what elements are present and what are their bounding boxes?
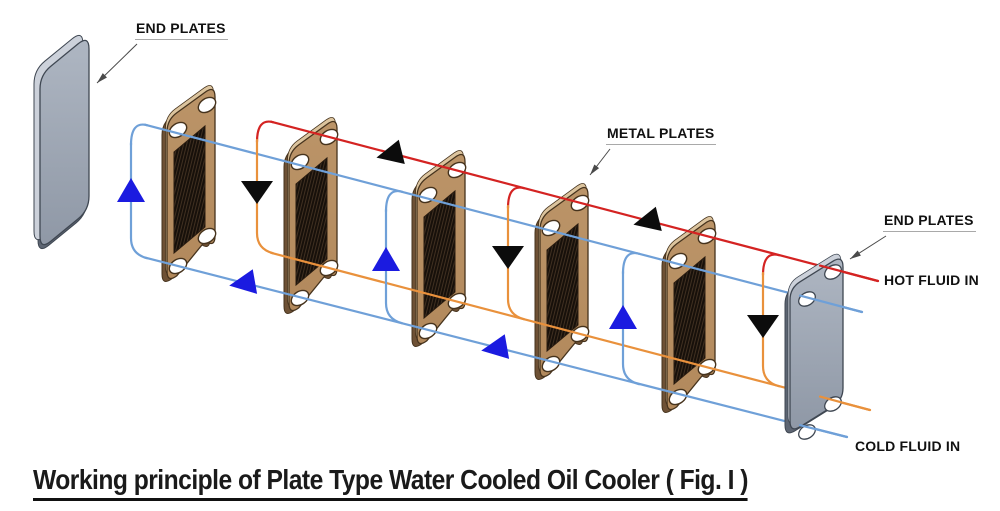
- leader-arrowhead: [850, 250, 861, 259]
- cold-flow-up-arrow: [117, 178, 145, 202]
- metal-plate: [661, 216, 717, 414]
- plate-hole: [197, 96, 217, 114]
- metal-plate: [161, 85, 217, 283]
- hot-exit-line: [818, 264, 880, 283]
- end-plate-right: [784, 253, 844, 440]
- hot-channel-inlet-bend: [255, 120, 275, 144]
- figure-title: Working principle of Plate Type Water Co…: [33, 464, 748, 501]
- metal-plate-core: [546, 222, 579, 353]
- cold-channel-inlet-bend: [129, 123, 149, 147]
- hot-channel-vertical: [761, 271, 781, 388]
- metal-plate: [283, 117, 339, 315]
- cold_top-exit-line: [798, 294, 864, 314]
- hot-flow-down-arrow: [241, 181, 273, 204]
- hot-channel-vertical: [255, 138, 275, 255]
- cold-flow-left-arrow: [229, 269, 258, 294]
- cold-flow-up-arrow: [609, 305, 637, 329]
- hot_out-exit-line: [818, 395, 872, 412]
- label-leaders: [96, 43, 887, 260]
- hot-fluid-in-label: HOT FLUID IN: [884, 272, 979, 288]
- metal-plate-core: [173, 124, 206, 255]
- plate-hole: [197, 227, 217, 245]
- leader-arrowhead: [590, 164, 600, 175]
- end-plate-left: [33, 34, 90, 250]
- cold-flow-left-arrow: [481, 334, 510, 359]
- hot-channel-inlet-bend: [506, 186, 526, 210]
- cold-fluid-top-line: [143, 123, 864, 314]
- hot-channel-inlet-bend: [761, 253, 781, 277]
- flow-arrows: [117, 139, 779, 359]
- cold-fluid-in-label: COLD FLUID IN: [855, 438, 961, 454]
- cold-flow-up-arrow: [372, 247, 400, 271]
- hot-flow-down-arrow: [492, 246, 524, 269]
- end-plate-face: [39, 39, 90, 246]
- metal-plate: [411, 150, 467, 348]
- hot-flow-left-arrow: [633, 206, 662, 231]
- metal-plate-core: [295, 156, 328, 287]
- end-plates-left-label: END PLATES: [135, 20, 228, 41]
- end-plates-right-label: END PLATES: [883, 212, 976, 233]
- cold_bot-exit-line: [798, 424, 849, 439]
- metal-plates-label: METAL PLATES: [606, 125, 717, 146]
- hot-channel-vertical: [506, 204, 526, 321]
- hot-fluid-out-line: [269, 251, 872, 412]
- cold-channel-inlet-bend: [621, 251, 641, 275]
- hot-flow-left-arrow: [376, 139, 405, 164]
- metal-plate: [534, 183, 590, 381]
- cold-channel-vertical: [384, 208, 404, 325]
- leader-arrowhead: [97, 73, 107, 83]
- flow-lines: [129, 120, 880, 439]
- hot-flow-down-arrow: [747, 315, 779, 338]
- metal-plate-core: [673, 255, 706, 386]
- cold-channel-inlet-bend: [384, 189, 404, 213]
- cold-channel-vertical: [621, 270, 641, 386]
- cold-channel-vertical: [129, 141, 149, 260]
- metal-plate-core: [423, 189, 456, 320]
- exit-lines: [798, 264, 880, 439]
